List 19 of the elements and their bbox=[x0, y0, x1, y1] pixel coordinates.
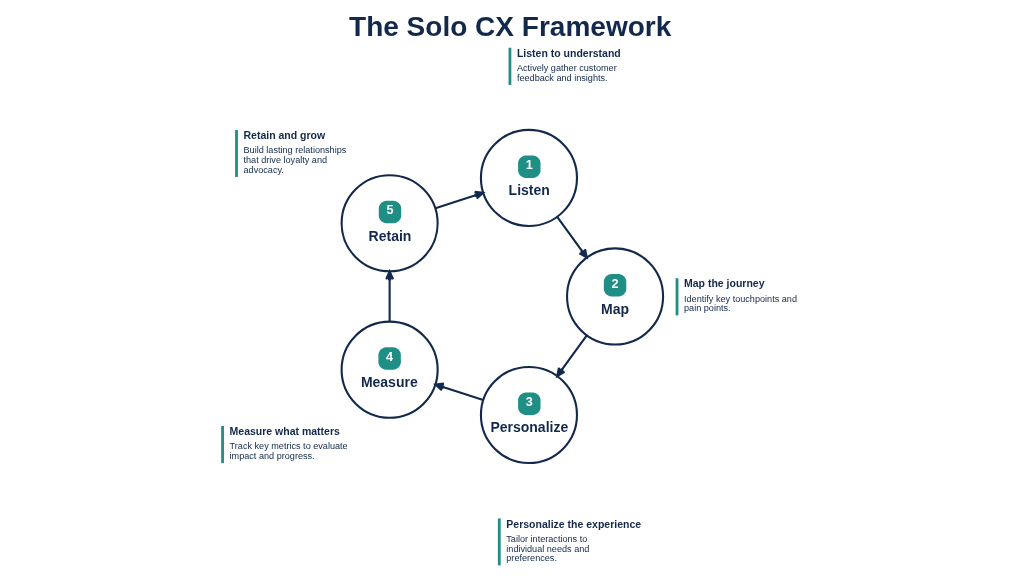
node-label: Identify key touchpoints and pain points. bbox=[684, 293, 797, 314]
arrow bbox=[556, 216, 588, 259]
node-label: Measure what matters bbox=[229, 425, 340, 438]
diagram-title: The Solo CX Framework bbox=[349, 10, 672, 42]
arrow bbox=[556, 334, 588, 378]
node-label: Listen to understand bbox=[516, 46, 621, 59]
node-label: Retain and grow bbox=[243, 129, 326, 142]
node-circle: 5 Retain bbox=[340, 174, 439, 273]
node-label: Map the journey bbox=[684, 277, 765, 290]
arrow bbox=[385, 270, 395, 322]
node-label: Personalize the experience bbox=[506, 517, 642, 530]
arrow bbox=[435, 190, 485, 210]
node-circle: 1 Listen bbox=[479, 128, 578, 227]
node-label: Tailor interactions to individual needs and preferences. bbox=[506, 533, 590, 564]
node-circle: 4 Measure bbox=[340, 320, 439, 419]
node-label: Track key metrics to evaluate impact and progress. bbox=[229, 441, 348, 462]
arrow bbox=[434, 382, 484, 402]
node-label: Actively gather customer feedback and insights. bbox=[516, 63, 617, 83]
node-label: Build lasting relationships that drive loyalty and advocacy. bbox=[243, 145, 347, 176]
